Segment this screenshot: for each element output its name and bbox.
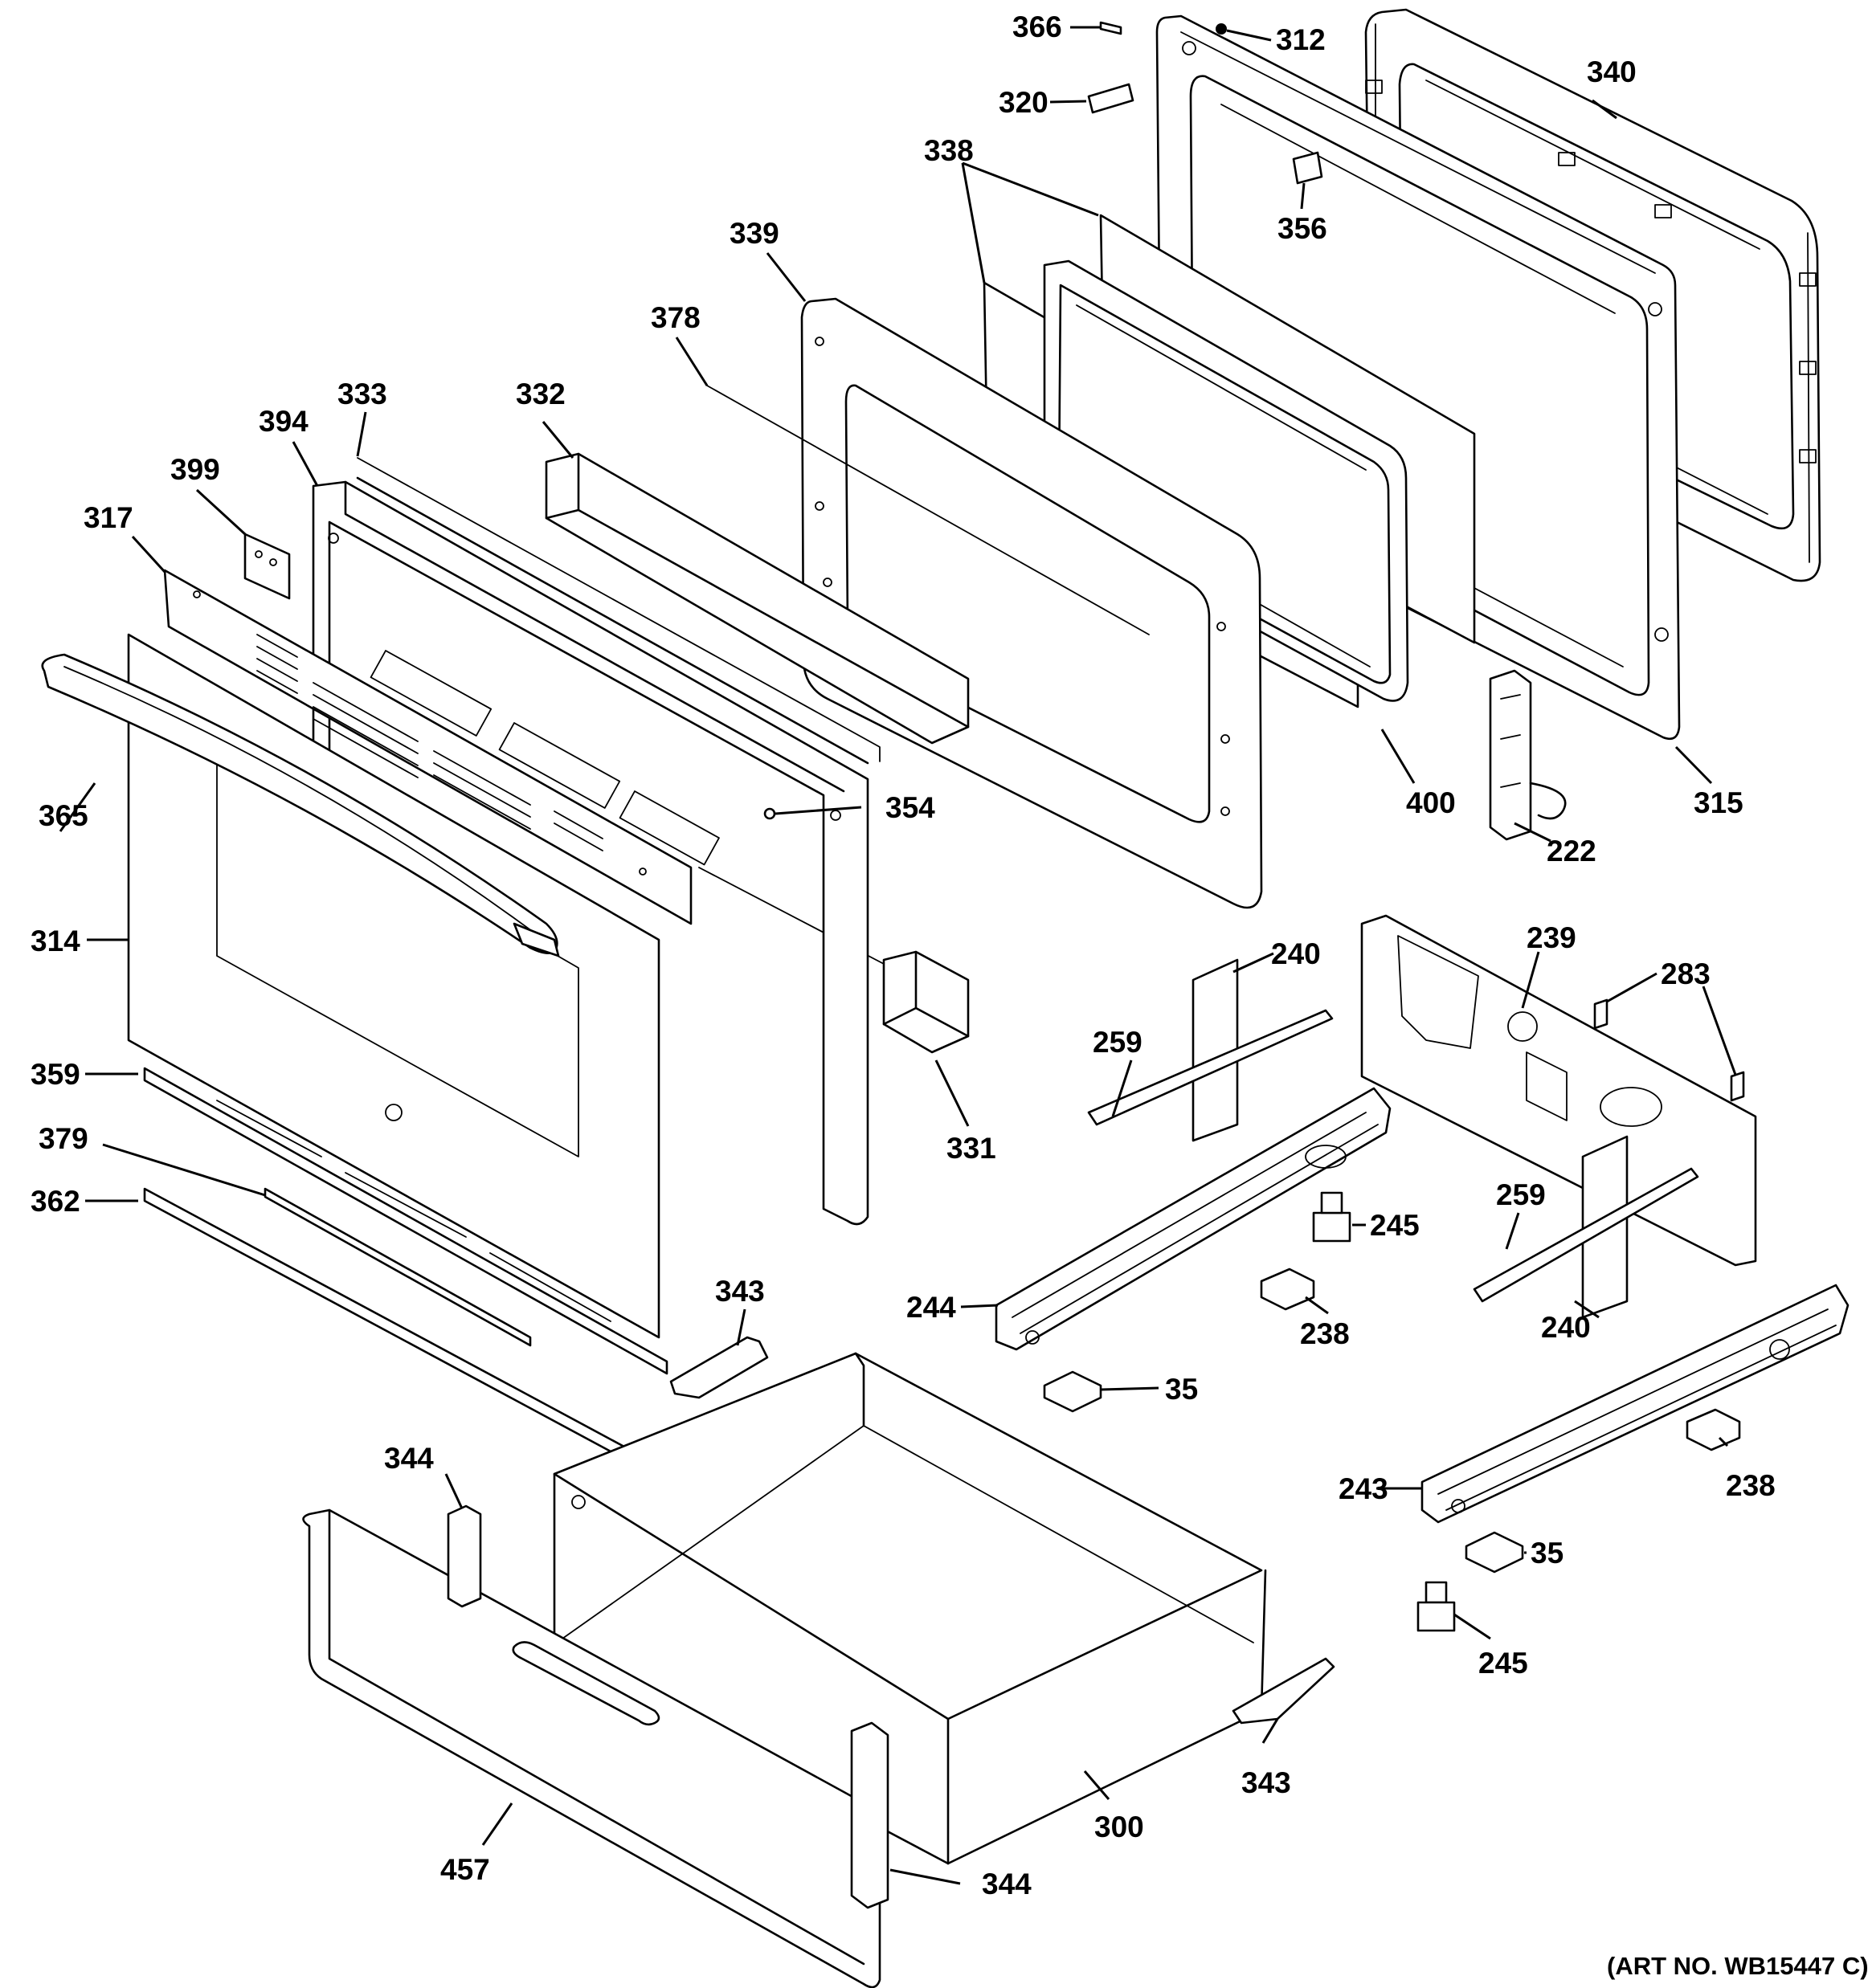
callout-362: 362 bbox=[31, 1185, 80, 1218]
part-283-bracket bbox=[1593, 998, 1745, 1102]
part-239-back-panel bbox=[1360, 914, 1757, 1267]
callout-338: 338 bbox=[924, 134, 974, 167]
part-339-door-inner-panel bbox=[800, 297, 1263, 909]
callout-379: 379 bbox=[39, 1122, 88, 1155]
callout-332: 332 bbox=[516, 378, 566, 410]
part-399-bracket bbox=[243, 533, 291, 600]
part-333-gasket-strip bbox=[357, 457, 881, 762]
part-259-strip-lower bbox=[1473, 1167, 1699, 1303]
callout-378: 378 bbox=[651, 301, 701, 334]
part-343-glide-right bbox=[1232, 1657, 1335, 1725]
part-244-base-rail-left bbox=[995, 1087, 1392, 1351]
callout-239: 239 bbox=[1527, 921, 1576, 954]
callout-339: 339 bbox=[730, 217, 779, 250]
callout-333: 333 bbox=[337, 378, 387, 410]
callout-283: 283 bbox=[1661, 957, 1711, 990]
callout-457: 457 bbox=[440, 1853, 490, 1886]
callout-35-upper: 35 bbox=[1165, 1373, 1198, 1406]
callout-222: 222 bbox=[1547, 835, 1596, 867]
part-35-pad-upper bbox=[1043, 1370, 1102, 1413]
callout-240-upper: 240 bbox=[1271, 937, 1321, 970]
part-259-strip-upper bbox=[1087, 1009, 1334, 1126]
callout-259-upper: 259 bbox=[1093, 1026, 1142, 1059]
callout-340: 340 bbox=[1587, 55, 1637, 88]
part-238-foot-lower bbox=[1686, 1408, 1741, 1451]
part-238-foot-upper bbox=[1260, 1268, 1315, 1311]
part-356-bracket bbox=[1292, 151, 1323, 185]
callout-359: 359 bbox=[31, 1058, 80, 1091]
callout-394: 394 bbox=[259, 405, 309, 438]
callout-238-lower: 238 bbox=[1726, 1469, 1776, 1502]
callout-356: 356 bbox=[1277, 212, 1327, 245]
callout-245-lower: 245 bbox=[1478, 1647, 1528, 1680]
part-332-insulation bbox=[545, 452, 970, 745]
callout-343-lower: 343 bbox=[1241, 1766, 1291, 1799]
part-240-bracket-upper bbox=[1192, 958, 1239, 1142]
callout-244: 244 bbox=[906, 1291, 956, 1324]
callout-labels: 366 312 340 320 338 356 339 378 333 332 … bbox=[31, 10, 1868, 1980]
callout-354: 354 bbox=[885, 791, 935, 824]
part-344-drawer-rail-right bbox=[850, 1721, 889, 1909]
callout-240-lower: 240 bbox=[1541, 1311, 1591, 1344]
part-320-hinge-clip bbox=[1087, 83, 1134, 114]
part-317-vent-panel bbox=[163, 569, 720, 925]
part-354-screw bbox=[763, 807, 776, 820]
callout-331: 331 bbox=[946, 1132, 996, 1165]
callout-343-upper: 343 bbox=[715, 1275, 765, 1308]
callout-317: 317 bbox=[84, 501, 133, 534]
part-378-wire bbox=[706, 385, 1150, 635]
part-344-drawer-rail-left bbox=[447, 1504, 482, 1608]
callout-35-lower: 35 bbox=[1531, 1537, 1563, 1570]
callout-399: 399 bbox=[170, 453, 220, 486]
part-243-base-rail-right bbox=[1420, 1284, 1850, 1524]
callout-320: 320 bbox=[999, 86, 1048, 119]
callout-365: 365 bbox=[39, 799, 88, 832]
callout-243: 243 bbox=[1339, 1472, 1388, 1505]
callout-314: 314 bbox=[31, 925, 80, 957]
callout-238-upper: 238 bbox=[1300, 1317, 1350, 1350]
part-245-leveler-lower bbox=[1416, 1581, 1456, 1632]
callout-344-upper: 344 bbox=[384, 1442, 434, 1475]
part-359-vent-strip bbox=[143, 1067, 668, 1375]
callout-344-lower: 344 bbox=[982, 1868, 1032, 1900]
part-343-glide-left bbox=[669, 1336, 769, 1399]
part-394-door-frame bbox=[312, 476, 869, 1226]
leader-lines bbox=[59, 26, 1737, 1885]
callout-315: 315 bbox=[1694, 786, 1743, 819]
callout-366: 366 bbox=[1012, 10, 1062, 43]
part-312-nut bbox=[1216, 23, 1227, 35]
art-number: (ART NO. WB15447 C) bbox=[1607, 1952, 1868, 1980]
part-245-leveler-upper bbox=[1312, 1191, 1351, 1243]
callout-312: 312 bbox=[1276, 23, 1326, 56]
callout-245-upper: 245 bbox=[1370, 1209, 1420, 1242]
callout-259-lower: 259 bbox=[1496, 1178, 1546, 1211]
part-35-pad-lower bbox=[1465, 1531, 1524, 1574]
callout-300: 300 bbox=[1094, 1810, 1144, 1843]
part-366-screw bbox=[1099, 21, 1122, 35]
part-365-door-handle bbox=[41, 653, 560, 957]
callout-400: 400 bbox=[1406, 786, 1456, 819]
part-457-drawer-front bbox=[302, 1508, 881, 1988]
part-222-hinge bbox=[1489, 669, 1567, 841]
